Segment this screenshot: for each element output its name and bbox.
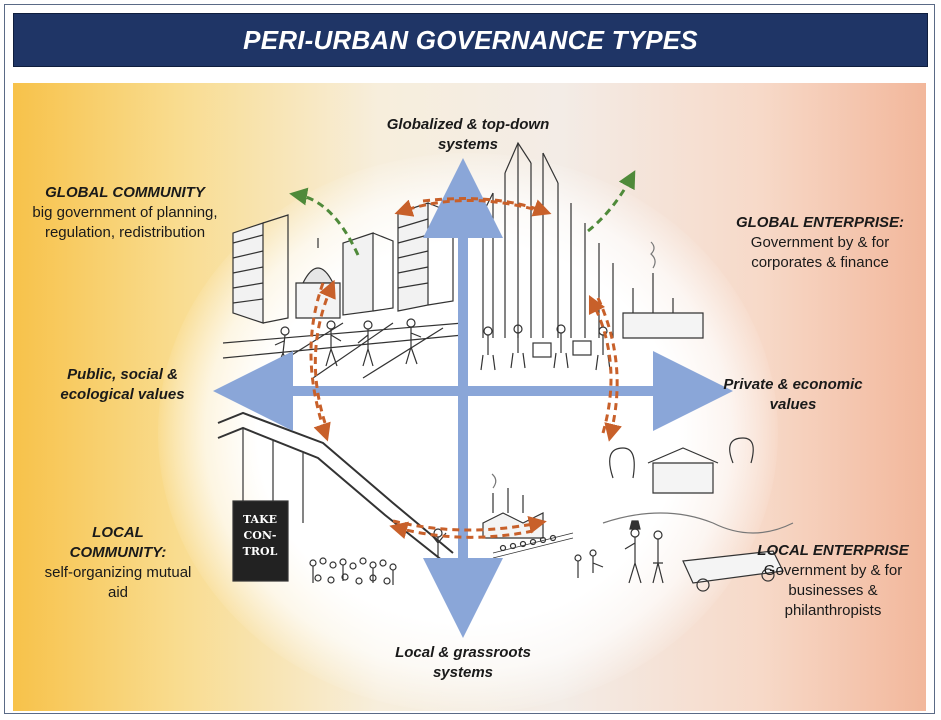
quadrant-heading: GLOBAL COMMUNITY: [45, 184, 205, 201]
escape-arrow-right: [587, 170, 636, 233]
crowd: [309, 528, 447, 585]
diagram-frame: PERI-URBAN GOVERNANCE TYPES: [4, 4, 935, 714]
global-enterprise-sketch: [480, 141, 704, 371]
svg-text:CON-: CON-: [244, 529, 277, 542]
cycle-arrow-top-rev: [422, 197, 552, 217]
cycle-arrow-right-down: [596, 297, 622, 442]
page-title: PERI-URBAN GOVERNANCE TYPES: [243, 24, 698, 55]
quadrant-body: self-organizing mutual aid: [44, 564, 192, 601]
take-control-sign: TAKE: [243, 513, 277, 526]
local-enterprise-sketch: [482, 437, 794, 592]
quadrant-heading: GLOBAL ENTERPRISE:: [735, 214, 905, 231]
workers-left: [274, 318, 422, 369]
rich-people: [574, 520, 664, 584]
local-community-sketch: TAKE CON- TROL: [217, 411, 454, 585]
quadrant-body: big government of planning, regulation, …: [32, 204, 218, 241]
cycle-arrow-top: [394, 199, 534, 217]
shoppers: [480, 324, 611, 371]
quadrant-global-community: GLOBAL COMMUNITY big government of plann…: [25, 183, 225, 243]
quadrant-body: Government by & for businesses & philant…: [763, 562, 903, 619]
quadrant-body: Government by & for corporates & finance: [750, 234, 890, 271]
queue: [499, 534, 557, 552]
quadrant-global-enterprise: GLOBAL ENTERPRISE: Government by & for c…: [725, 213, 915, 273]
svg-text:TROL: TROL: [243, 545, 278, 558]
quadrant-local-community: LOCAL COMMUNITY: self-organizing mutual …: [43, 523, 193, 603]
diagram-panel: TAKE CON- TROL: [13, 83, 926, 713]
escape-arrow-left: [289, 187, 360, 256]
axis-label-top: Globalized & top-down systems: [386, 116, 550, 153]
cycle-arrow-left-down: [309, 282, 331, 442]
axis-label-right: Private & economic values: [723, 376, 863, 413]
axis-label-left: Public, social & ecological values: [60, 366, 185, 403]
quadrant-heading: LOCAL ENTERPRISE: [757, 542, 909, 559]
cycle-arrow-left-up: [313, 279, 336, 424]
quadrant-heading: LOCAL COMMUNITY:: [69, 524, 167, 561]
diagram-art: TAKE CON- TROL: [213, 141, 794, 638]
axis-label-bottom: Local & grassroots systems: [395, 644, 531, 681]
cycle-arrow-bottom: [392, 515, 547, 534]
quadrant-local-enterprise: LOCAL ENTERPRISE Government by & for bus…: [748, 541, 918, 621]
title-bar: PERI-URBAN GOVERNANCE TYPES: [13, 13, 928, 67]
cycle-arrow-bottom-rev: [389, 521, 534, 539]
cycle-arrow-right-up: [588, 294, 613, 434]
